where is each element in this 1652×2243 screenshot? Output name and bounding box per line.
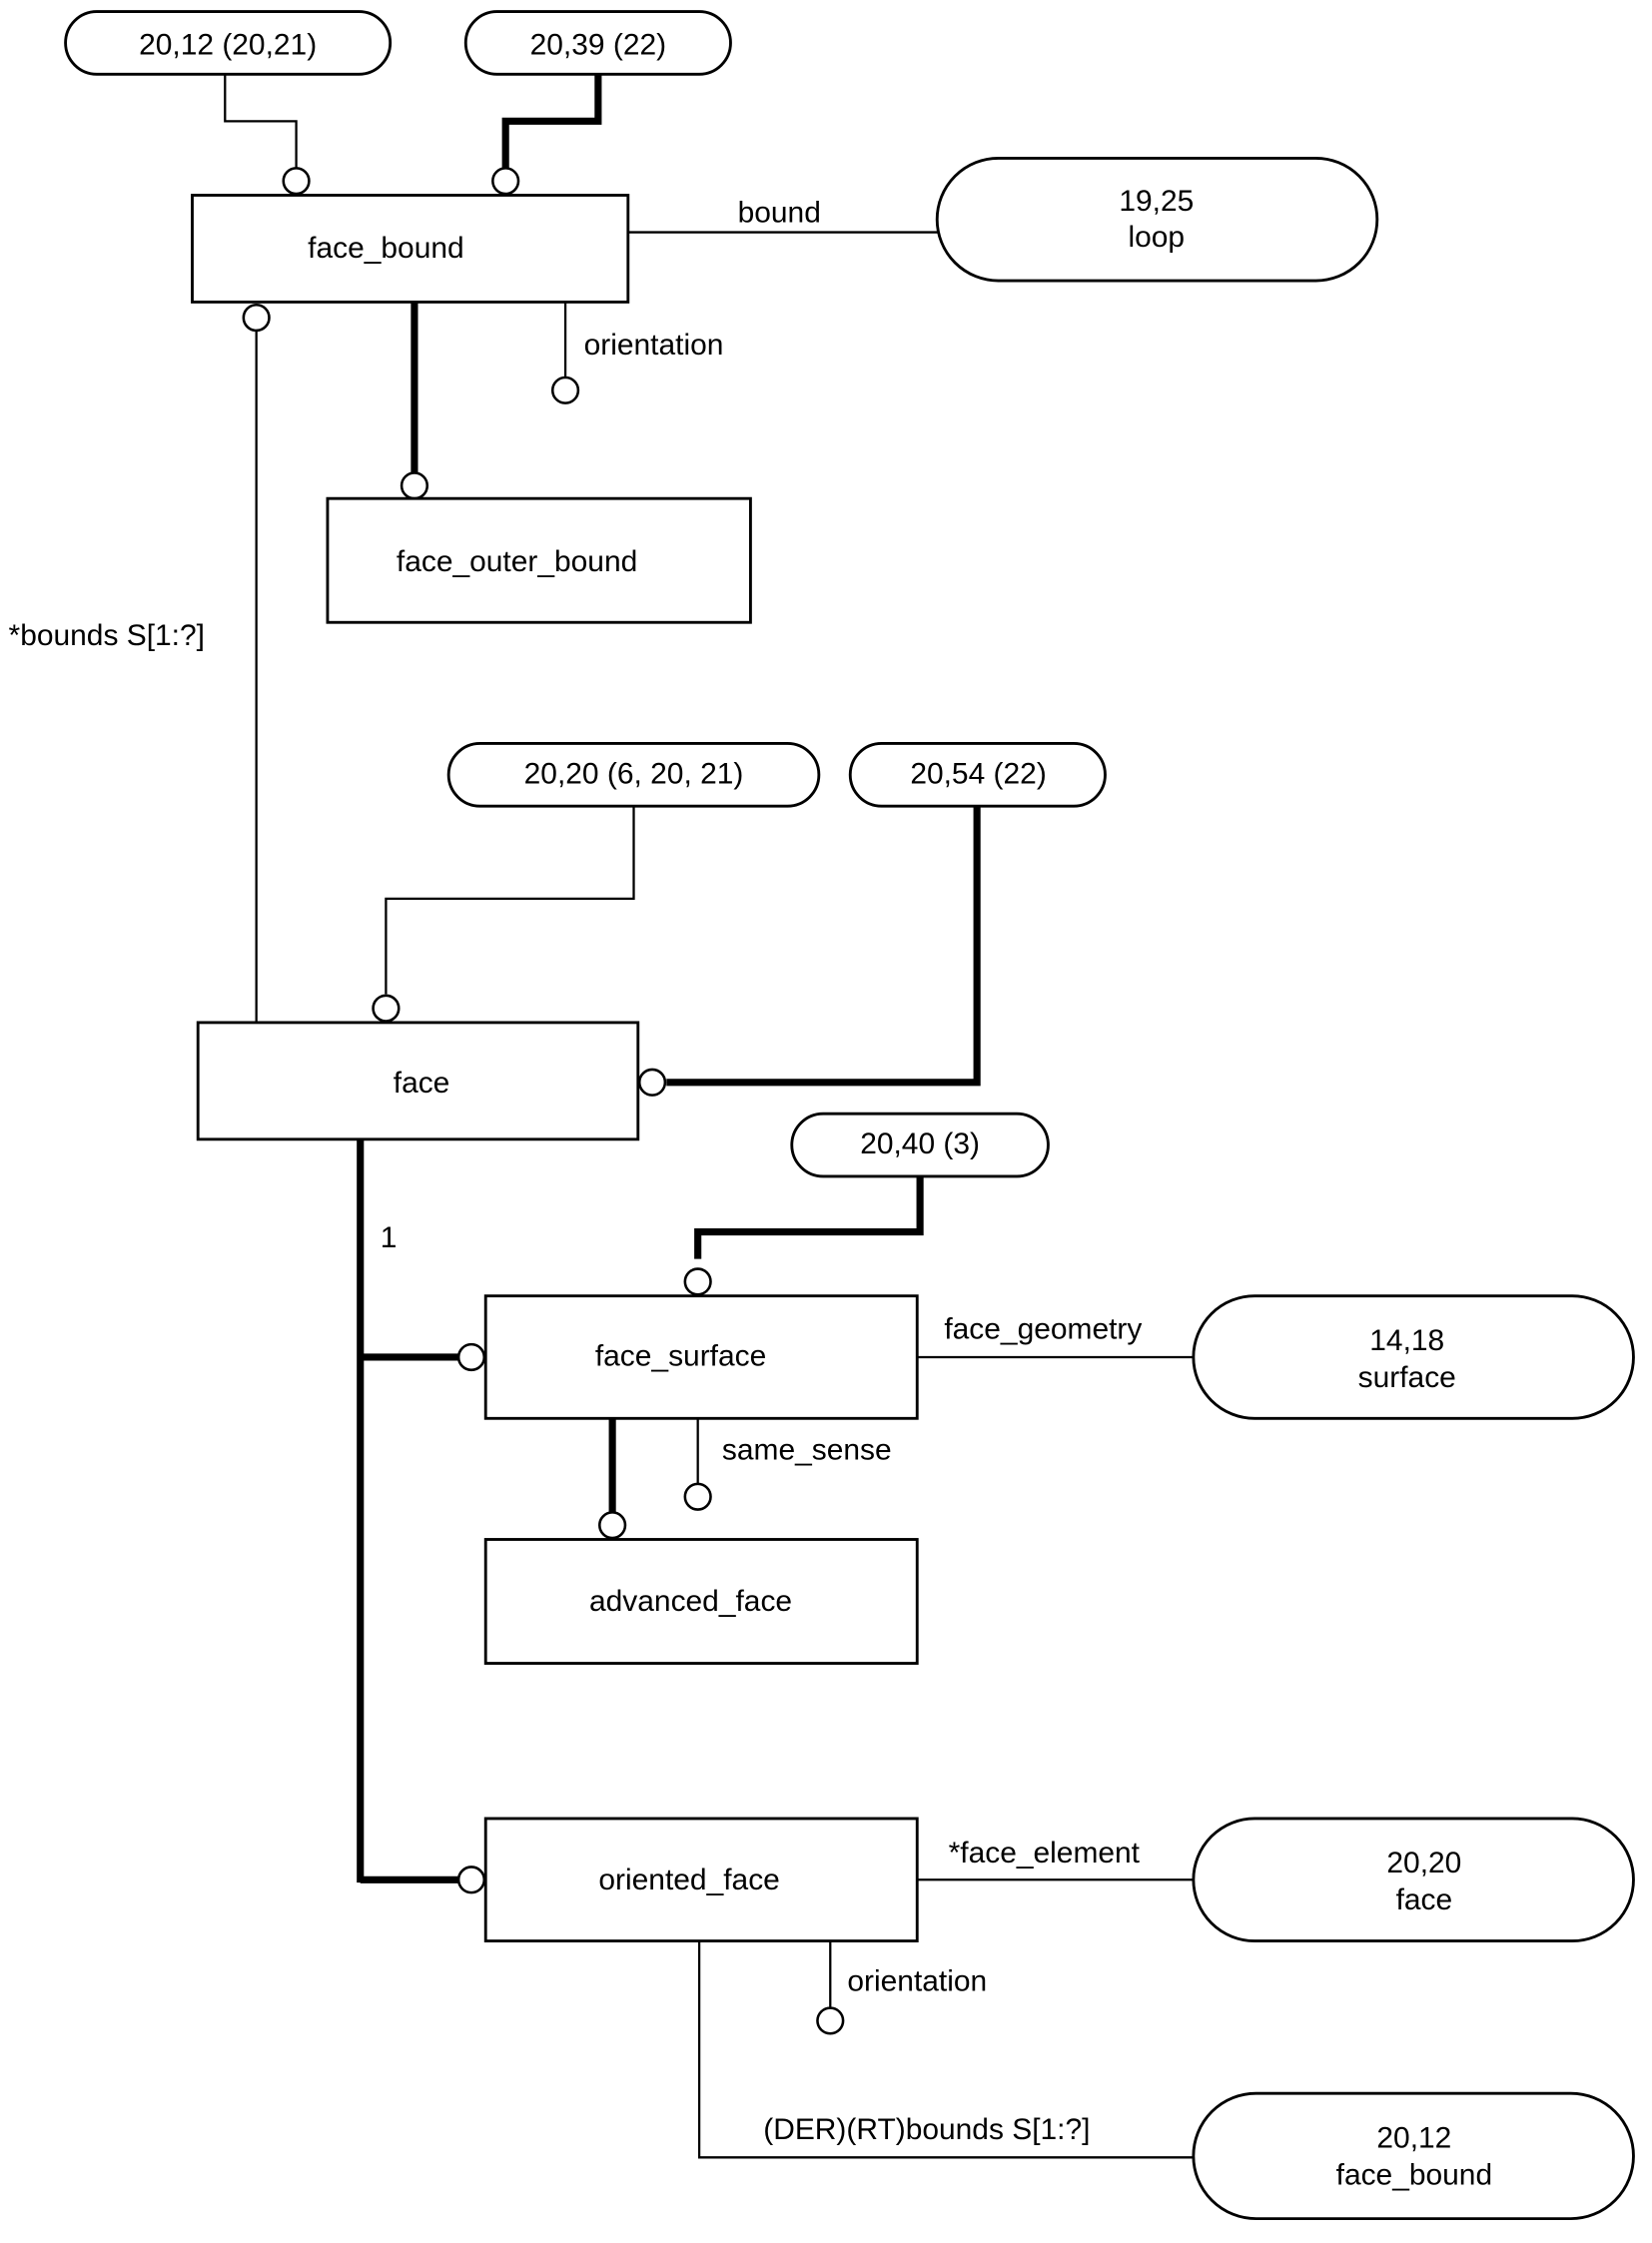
entity-label: face_surface bbox=[595, 1340, 766, 1373]
relationship-circle bbox=[372, 994, 401, 1023]
external-ref-name: face bbox=[1396, 1883, 1453, 1916]
relationship-circle bbox=[550, 375, 580, 404]
connector-ref-20-20-to-face bbox=[385, 806, 635, 995]
page-ref-20-54[interactable]: 20,54 (22) bbox=[848, 742, 1107, 808]
relationship-circle bbox=[598, 1511, 627, 1540]
entity-face-outer-bound[interactable]: face_outer_bound bbox=[326, 496, 752, 624]
connector-ref-20-39-to-face-bound bbox=[501, 74, 602, 169]
external-ref-name: face_bound bbox=[1336, 2158, 1493, 2191]
connector-ref-20-40-to-face-surface bbox=[694, 1174, 924, 1259]
external-ref-name: loop bbox=[1128, 221, 1185, 254]
relationship-circle bbox=[683, 1267, 712, 1296]
external-ref-number: 14,18 bbox=[1369, 1324, 1444, 1357]
connector-ref-20-54-to-face bbox=[666, 806, 981, 1087]
attr-face-geometry: face_geometry bbox=[944, 1312, 1142, 1345]
attr-orientation: orientation bbox=[584, 329, 724, 362]
attr-same-sense: same_sense bbox=[722, 1434, 892, 1467]
entity-label: face bbox=[394, 1067, 450, 1100]
page-ref-label: 20,12 (20,21) bbox=[139, 28, 317, 61]
attr-face-element: *face_element bbox=[949, 1837, 1141, 1869]
entity-label: face_outer_bound bbox=[397, 545, 637, 578]
attr-bound: bound bbox=[738, 197, 821, 230]
page-ref-20-12[interactable]: 20,12 (20,21) bbox=[64, 10, 393, 76]
relationship-circle bbox=[400, 471, 429, 500]
connector-ref-20-12-to-face-bound bbox=[224, 74, 298, 169]
external-ref-face-bound[interactable]: 20,12 face_bound bbox=[1192, 2091, 1635, 2221]
external-ref-face[interactable]: 20,20 face bbox=[1192, 1817, 1635, 1943]
external-ref-name: surface bbox=[1358, 1361, 1456, 1394]
external-ref-number: 20,12 bbox=[1376, 2121, 1451, 2154]
entity-face[interactable]: face bbox=[196, 1021, 640, 1141]
relationship-circle bbox=[242, 303, 271, 333]
page-ref-20-39[interactable]: 20,39 (22) bbox=[463, 10, 732, 76]
relationship-circle bbox=[456, 1866, 486, 1894]
entity-face-bound[interactable]: face_bound bbox=[191, 194, 630, 304]
page-ref-label: 20,39 (22) bbox=[530, 28, 666, 61]
entity-label: face_bound bbox=[308, 232, 464, 265]
attr-bounds: *bounds S[1:?] bbox=[9, 619, 205, 652]
entity-face-surface[interactable]: face_surface bbox=[483, 1294, 919, 1420]
cardinality-label: 1 bbox=[381, 1221, 398, 1254]
relationship-circle bbox=[456, 1342, 486, 1372]
entity-label: advanced_face bbox=[589, 1585, 792, 1618]
external-ref-number: 19,25 bbox=[1119, 185, 1194, 218]
page-ref-label: 20,20 (6, 20, 21) bbox=[524, 757, 744, 790]
page-ref-20-40[interactable]: 20,40 (3) bbox=[790, 1112, 1050, 1178]
external-ref-number: 20,20 bbox=[1386, 1847, 1461, 1879]
attr-orientation: orientation bbox=[847, 1964, 987, 1997]
connector-der-bounds bbox=[697, 1940, 1194, 2159]
external-ref-loop[interactable]: 19,25 loop bbox=[935, 156, 1379, 283]
relationship-circle bbox=[282, 167, 311, 196]
page-ref-label: 20,40 (3) bbox=[860, 1127, 980, 1160]
external-ref-surface[interactable]: 14,18 surface bbox=[1192, 1294, 1635, 1420]
relationship-circle bbox=[683, 1482, 712, 1511]
attr-der-bounds: (DER)(RT)bounds S[1:?] bbox=[763, 2113, 1090, 2146]
entity-advanced-face[interactable]: advanced_face bbox=[483, 1538, 919, 1665]
entity-oriented-face[interactable]: oriented_face bbox=[483, 1817, 919, 1943]
relationship-circle bbox=[816, 2006, 845, 2035]
entity-label: oriented_face bbox=[598, 1864, 779, 1896]
page-ref-20-20[interactable]: 20,20 (6, 20, 21) bbox=[446, 742, 821, 808]
relationship-circle bbox=[491, 167, 520, 196]
page-ref-label: 20,54 (22) bbox=[910, 757, 1046, 790]
relationship-circle bbox=[637, 1068, 667, 1097]
